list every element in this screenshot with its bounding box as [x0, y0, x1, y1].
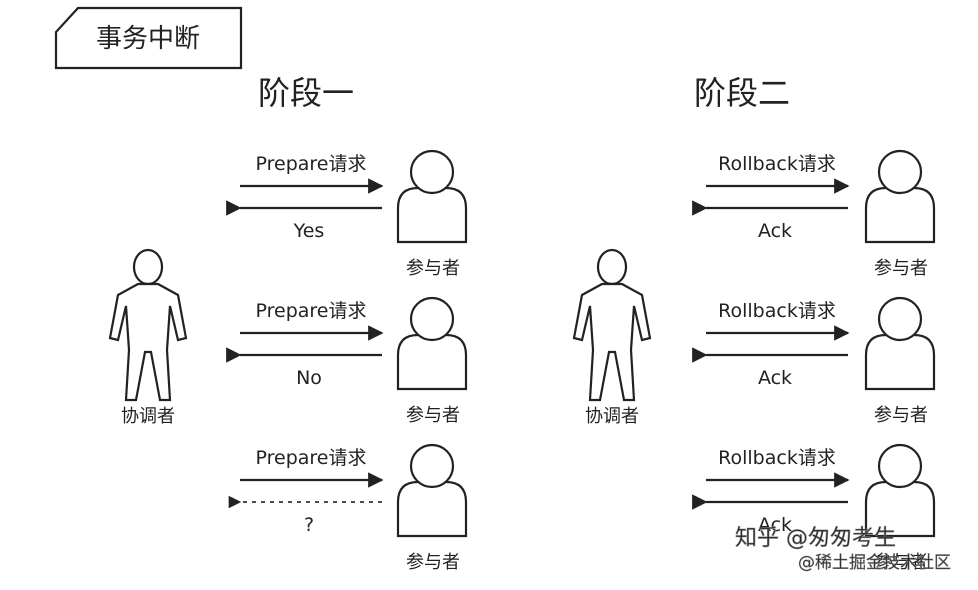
reply-label: No — [296, 367, 322, 389]
zhihu-watermark: 知乎 @匆匆考生 — [735, 526, 896, 551]
request-label: Prepare请求 — [256, 300, 367, 322]
reply-label: Yes — [293, 220, 325, 242]
request-label: Prepare请求 — [256, 447, 367, 469]
coordinator-figure — [572, 248, 652, 402]
participant-head — [877, 443, 923, 489]
coordinator-head — [132, 248, 164, 286]
coordinator-head — [596, 248, 628, 286]
request-label: Rollback请求 — [718, 153, 836, 175]
participant-figure — [396, 296, 468, 391]
participant-label: 参与者 — [874, 258, 928, 279]
request-label: Prepare请求 — [256, 153, 367, 175]
juejin-watermark: @稀土掘金技术社区 — [798, 553, 951, 573]
participant-figure — [864, 443, 936, 538]
request-label: Rollback请求 — [718, 300, 836, 322]
phase-two-title: 阶段二 — [694, 74, 790, 112]
coordinator-label: 协调者 — [121, 406, 175, 427]
participant-head — [877, 296, 923, 342]
participant-label: 参与者 — [406, 258, 460, 279]
participant-figure — [396, 149, 468, 244]
coordinator-body — [108, 282, 188, 402]
participant-head — [409, 443, 455, 489]
exchange-row: Prepare请求 No 参与者 — [226, 296, 468, 426]
exchange-row: Rollback请求 Ack 参与者 — [692, 149, 936, 279]
phase-two-group: 协调者Rollback请求Ack参与者Rollback请求Ack参与者Rollb… — [572, 149, 936, 573]
participant-figure — [864, 296, 936, 391]
phase-one-group: 协调者Prepare请求Yes参与者Prepare请求No参与者Prepare请… — [108, 149, 468, 573]
abort-tag: 事务中断 — [54, 6, 243, 70]
tag-label: 事务中断 — [96, 24, 200, 54]
participant-label: 参与者 — [406, 405, 460, 426]
exchange-row: Prepare请求? 参与者 — [228, 443, 468, 573]
phase-one-title: 阶段一 — [258, 74, 354, 112]
participant-head — [409, 149, 455, 195]
participant-body — [864, 186, 936, 244]
tag-box — [54, 6, 243, 70]
exchange-row: Rollback请求 Ack 参与者 — [692, 443, 936, 573]
participant-body — [396, 333, 468, 391]
reply-label: ? — [304, 514, 314, 536]
reply-label: Ack — [758, 220, 792, 242]
participant-label: 参与者 — [874, 405, 928, 426]
coordinator-body — [572, 282, 652, 402]
coordinator-figure — [108, 248, 188, 402]
participant-body — [396, 480, 468, 538]
exchange-row: Prepare请求 Yes 参与者 — [226, 149, 468, 279]
participant-figure — [396, 443, 468, 538]
participant-head — [877, 149, 923, 195]
request-label: Rollback请求 — [718, 447, 836, 469]
coordinator-label: 协调者 — [585, 406, 639, 427]
participant-body — [396, 186, 468, 244]
participant-head — [409, 296, 455, 342]
reply-label: Ack — [758, 514, 792, 536]
participant-label: 参与者 — [406, 552, 460, 573]
reply-label: Ack — [758, 367, 792, 389]
exchange-row: Rollback请求 Ack 参与者 — [692, 296, 936, 426]
participant-figure — [864, 149, 936, 244]
participant-label: 参与者 — [874, 552, 928, 573]
participant-body — [864, 333, 936, 391]
